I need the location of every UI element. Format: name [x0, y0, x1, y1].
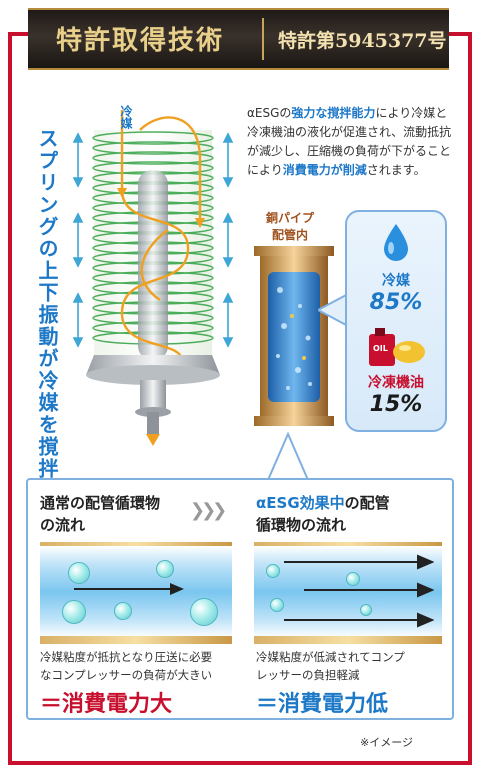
normal-result: ＝消費電力大 [40, 692, 173, 717]
header-divider [262, 18, 264, 60]
esg-caption: 冷媒粘度が低減されてコンプレッサーの負担軽減 [256, 650, 405, 682]
description-text: αESGの強力な撹拌能力により冷媒と冷凍機油の液化が促進され、流動抵抗が減少し、… [247, 106, 452, 177]
lower-callout-pointer [266, 432, 310, 482]
vibration-arrows [72, 132, 234, 348]
refrigerant-label: 冷媒 [119, 105, 133, 129]
ratio-panel: 冷媒 85% OIL 冷凍機油 15% [345, 210, 447, 432]
fast-flow-arrows-icon [284, 554, 434, 628]
water-drop-icon [384, 224, 408, 261]
copper-pipe-illustration [254, 246, 334, 426]
image-footnote: ※イメージ [360, 736, 413, 749]
normal-caption: 冷媒粘度が抵抗となり圧送に必要なコンプレッサーの負荷が大きい [40, 650, 213, 682]
esg-result: ＝消費電力低 [256, 692, 389, 717]
refrigerant-ratio-label: 冷媒 [382, 273, 410, 289]
patent-number: 特許第5945377号 [278, 30, 447, 52]
pipe-label: 銅パイプ配管内 [265, 211, 314, 242]
esg-flow-pipe [254, 546, 442, 638]
normal-pipe-bottom [40, 636, 232, 644]
normal-flow-title: 通常の配管循環物の流れ [40, 494, 161, 534]
callout-pointer [318, 292, 348, 328]
oil-ratio-label: 冷凍機油 [368, 375, 424, 391]
normal-flow-pipe [40, 546, 232, 638]
esg-flow-title: αESG効果中の配管 循環物の流れ [256, 494, 390, 534]
flow-arrows [120, 110, 202, 361]
flow-arrow-icon [74, 583, 184, 595]
header-title: 特許取得技術 [56, 26, 225, 56]
spring-illustration [72, 110, 234, 446]
header-banner: 特許取得技術 特許第5945377号 [28, 8, 449, 70]
oil-ratio-value: 15% [369, 392, 423, 417]
esg-pipe-bottom [254, 636, 442, 644]
oil-can-icon [369, 328, 425, 366]
refrigerant-ratio-value: 85% [369, 290, 423, 315]
vertical-caption: スプリングの上下振動が冷媒を撹拌 [35, 128, 59, 480]
chevrons-icon: ❯❯❯ [190, 500, 227, 521]
oil-can-label: OIL [373, 344, 388, 353]
